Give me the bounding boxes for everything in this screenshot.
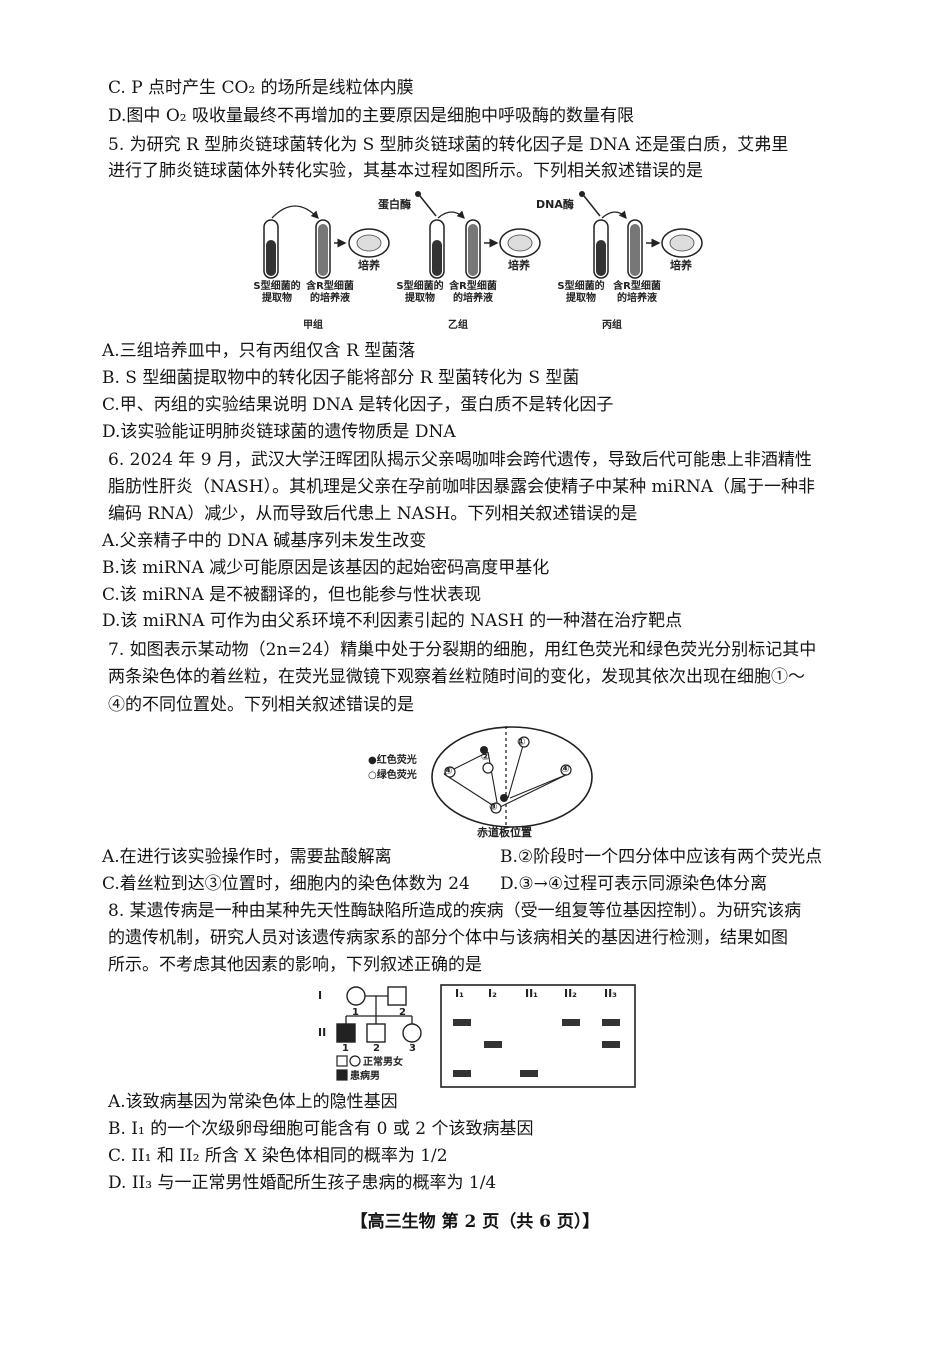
- q5-option-d: D.该实验能证明肺炎链球菌的遗传物质是 DNA: [102, 422, 456, 442]
- lane-label-ii1: II₁: [525, 987, 539, 1000]
- q8-stem-line2: 的遗传机制，研究人员对该遗传病家系的部分个体中与该病相关的基因进行检测，结果如图: [108, 928, 788, 948]
- dnase-label: DNA酶: [536, 198, 574, 211]
- fig7-label-4b: ④: [561, 764, 570, 775]
- group-b-setup: [415, 191, 541, 279]
- q4-option-d: D.图中 O₂ 吸收量最终不再增加的主要原因是细胞中呼吸酶的数量有限: [108, 106, 634, 126]
- s-extract-label-b: S型细菌的提取物: [396, 281, 444, 304]
- q5-option-c: C.甲、丙组的实验结果说明 DNA 是转化因子，蛋白质不是转化因子: [102, 395, 614, 415]
- ped-label-i2: 2: [399, 1007, 406, 1018]
- culture-label-c: 培养: [670, 259, 692, 272]
- lane-label-i2: I₂: [488, 987, 497, 1000]
- fig7-label-2: ②: [481, 752, 490, 763]
- q6-option-a: A.父亲精子中的 DNA 碱基序列未发生改变: [102, 531, 427, 551]
- group-a-label: 甲组: [303, 320, 323, 331]
- q5-option-b: B. S 型细菌提取物中的转化因子能将部分 R 型菌转化为 S 型菌: [102, 368, 580, 388]
- pedigree-figure: [336, 986, 422, 1081]
- q7-option-a: A.在进行该实验操作时，需要盐酸解离: [102, 847, 392, 867]
- ped-label-i1: 1: [352, 1007, 359, 1018]
- q7-stem-line2: 两条染色体的着丝粒，在荧光显微镜下观察着丝粒随时间的变化，发现其依次出现在细胞①…: [108, 667, 805, 687]
- red-fluorescence-legend: ●红色荧光: [368, 755, 417, 766]
- culture-label-b: 培养: [508, 259, 530, 272]
- q7-stem-line3: ④的不同位置处。下列相关叙述错误的是: [108, 695, 414, 715]
- q6-option-c: C.该 miRNA 是不被翻译的，但也能参与性状表现: [102, 585, 482, 605]
- q7-option-c: C.着丝粒到达③位置时，细胞内的染色体数为 24: [102, 874, 470, 894]
- lane-label-i1: I₁: [455, 987, 464, 1000]
- lane-label-ii2: II₂: [564, 987, 578, 1000]
- transformation-experiment-figure: [263, 191, 703, 279]
- s-extract-label-c: S型细菌的提取物: [557, 281, 605, 304]
- page-footer: 【高三生物 第 2 页（共 6 页）】: [350, 1212, 600, 1232]
- q6-stem-line1: 6. 2024 年 9 月，武汉大学汪晖团队揭示父亲喝咖啡会跨代遗传，导致后代可…: [108, 450, 812, 470]
- legend-affected-label: 患病男: [350, 1071, 380, 1082]
- r-medium-label-a: 含R型细菌的培养液: [306, 281, 354, 304]
- q8-option-b: B. I₁ 的一个次级卵母细胞可能含有 0 或 2 个该致病基因: [108, 1119, 534, 1139]
- group-c-setup: [579, 191, 703, 279]
- q4-option-c: C. P 点时产生 CO₂ 的场所是线粒体内膜: [108, 78, 414, 98]
- q7-option-b: B.②阶段时一个四分体中应该有两个荧光点: [500, 847, 823, 867]
- q5-stem-line2: 进行了肺炎链球菌体外转化实验，其基本过程如图所示。下列相关叙述错误的是: [108, 161, 703, 181]
- q8-option-d: D. II₃ 与一正常男性婚配所生孩子患病的概率为 1/4: [108, 1173, 497, 1193]
- fig7-label-1: ①: [517, 737, 526, 748]
- r-medium-label-c: 含R型细菌的培养液: [613, 281, 661, 304]
- q7-option-d: D.③→④过程可表示同源染色体分离: [500, 874, 768, 894]
- q5-stem-line1: 5. 为研究 R 型肺炎链球菌转化为 S 型肺炎链球菌的转化因子是 DNA 还是…: [108, 135, 789, 155]
- q6-option-b: B.该 miRNA 减少可能原因是该基因的起始密码高度甲基化: [102, 558, 550, 578]
- group-c-label: 丙组: [602, 320, 622, 331]
- fig7-label-4a: ④: [444, 766, 453, 777]
- lane-label-ii3: II₃: [604, 987, 618, 1000]
- cell-fluorescence-figure: [431, 726, 593, 828]
- equatorial-plate-label: 赤道板位置: [477, 826, 532, 839]
- culture-label-a: 培养: [358, 259, 380, 272]
- q7-stem-line1: 7. 如图表示某动物（2n=24）精巢中处于分裂期的细胞，用红色荧光和绿色荧光分…: [108, 640, 817, 660]
- ped-label-ii3: 3: [409, 1043, 416, 1054]
- ped-label-ii1: 1: [342, 1043, 349, 1054]
- protease-label: 蛋白酶: [378, 198, 411, 211]
- ped-label-ii2: 2: [373, 1043, 380, 1054]
- q8-option-a: A.该致病基因为常染色体上的隐性基因: [108, 1092, 398, 1112]
- group-a-setup: [263, 205, 390, 279]
- q6-stem-line3: 编码 RNA）减少，从而导致后代患上 NASH。下列相关叙述错误的是: [108, 504, 638, 524]
- legend-normal-label: 正常男女: [363, 1057, 403, 1068]
- q8-stem-line1: 8. 某遗传病是一种由某种先天性酶缺陷所造成的疾病（受一组复等位基因控制）。为研…: [108, 901, 802, 921]
- fig7-label-3: ③: [489, 802, 498, 813]
- green-fluorescence-legend: ○绿色荧光: [368, 770, 417, 781]
- s-extract-label-a: S型细菌的提取物: [253, 281, 301, 304]
- electrophoresis-figure: [440, 984, 636, 1088]
- r-medium-label-b: 含R型细菌的培养液: [449, 281, 497, 304]
- q8-stem-line3: 所示。不考虑其他因素的影响，下列叙述正确的是: [108, 955, 482, 975]
- generation-2-label: II: [318, 1026, 327, 1039]
- q5-option-a: A.三组培养皿中，只有丙组仅含 R 型菌落: [102, 341, 416, 361]
- generation-1-label: I: [318, 989, 323, 1002]
- group-b-label: 乙组: [448, 320, 468, 331]
- q8-option-c: C. II₁ 和 II₂ 所含 X 染色体相同的概率为 1/2: [108, 1146, 448, 1166]
- q6-option-d: D.该 miRNA 可作为由父系环境不利因素引起的 NASH 的一种潜在治疗靶点: [102, 611, 683, 631]
- q6-stem-line2: 脂肪性肝炎（NASH）。其机理是父亲在孕前咖啡因暴露会使精子中某种 miRNA（…: [108, 477, 816, 497]
